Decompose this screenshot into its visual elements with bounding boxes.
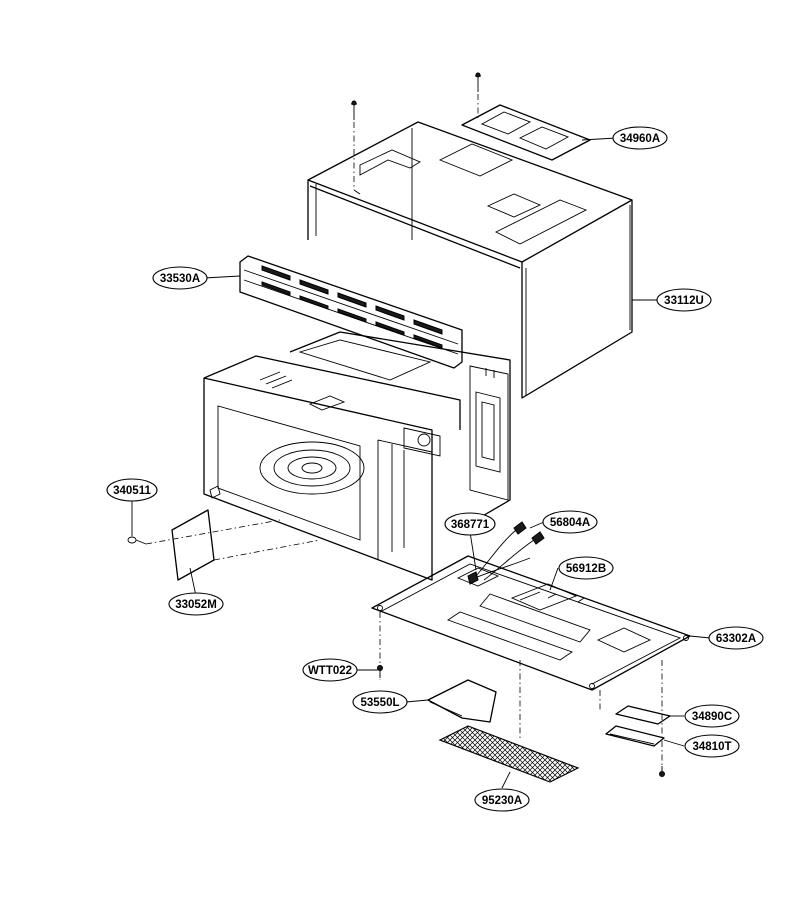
- callout-WTT022[interactable]: WTT022: [302, 658, 358, 682]
- svg-text:33112U: 33112U: [664, 295, 704, 307]
- callout-33052M[interactable]: 33052M: [168, 592, 224, 616]
- callout-56912B[interactable]: 56912B: [558, 556, 614, 580]
- svg-text:34890C: 34890C: [692, 711, 732, 723]
- outer-case-33112U: [307, 121, 633, 399]
- screw-bottom-right: [659, 766, 665, 777]
- plate-33052M: [171, 509, 215, 581]
- screw-340511: [127, 536, 147, 545]
- svg-text:33530A: 33530A: [160, 273, 200, 285]
- svg-text:WTT022: WTT022: [308, 665, 352, 677]
- oven-cavity: [203, 331, 511, 581]
- wire-harness-56804A: [467, 521, 545, 585]
- top-screw-right: [475, 72, 481, 92]
- vent-grille-33530A: [239, 255, 463, 369]
- svg-text:53550L: 53550L: [360, 697, 399, 709]
- mesh-filter-95230A: [438, 725, 580, 783]
- lamp-cover-34810T: [605, 725, 665, 747]
- callout-34810T[interactable]: 34810T: [684, 734, 740, 758]
- base-plate-63302A: [371, 555, 691, 691]
- callout-34960A[interactable]: 34960A: [612, 126, 668, 150]
- callout-34890C[interactable]: 34890C: [684, 704, 740, 728]
- screw-WTT022: [377, 665, 383, 678]
- callout-33530A[interactable]: 33530A: [152, 266, 208, 290]
- svg-text:95230A: 95230A: [482, 795, 522, 807]
- callout-56804A[interactable]: 56804A: [542, 510, 598, 534]
- callout-95230A[interactable]: 95230A: [474, 788, 530, 812]
- svg-text:33052M: 33052M: [175, 599, 217, 611]
- top-screw-left: [351, 100, 357, 120]
- filter-53550L: [427, 679, 497, 723]
- svg-text:34810T: 34810T: [692, 741, 731, 753]
- cover-plate-34960A: [461, 104, 591, 161]
- svg-text:340511: 340511: [113, 485, 151, 497]
- svg-text:56912B: 56912B: [566, 563, 606, 575]
- callout-63302A[interactable]: 63302A: [708, 626, 764, 650]
- callout-33112U[interactable]: 33112U: [656, 288, 712, 312]
- svg-text:34960A: 34960A: [620, 133, 660, 145]
- callout-340511[interactable]: 340511: [106, 478, 158, 502]
- callout-53550L[interactable]: 53550L: [352, 690, 408, 714]
- svg-text:368771: 368771: [451, 519, 490, 531]
- callout-368771[interactable]: 368771: [444, 512, 496, 536]
- svg-text:56804A: 56804A: [550, 517, 590, 529]
- svg-text:63302A: 63302A: [716, 633, 756, 645]
